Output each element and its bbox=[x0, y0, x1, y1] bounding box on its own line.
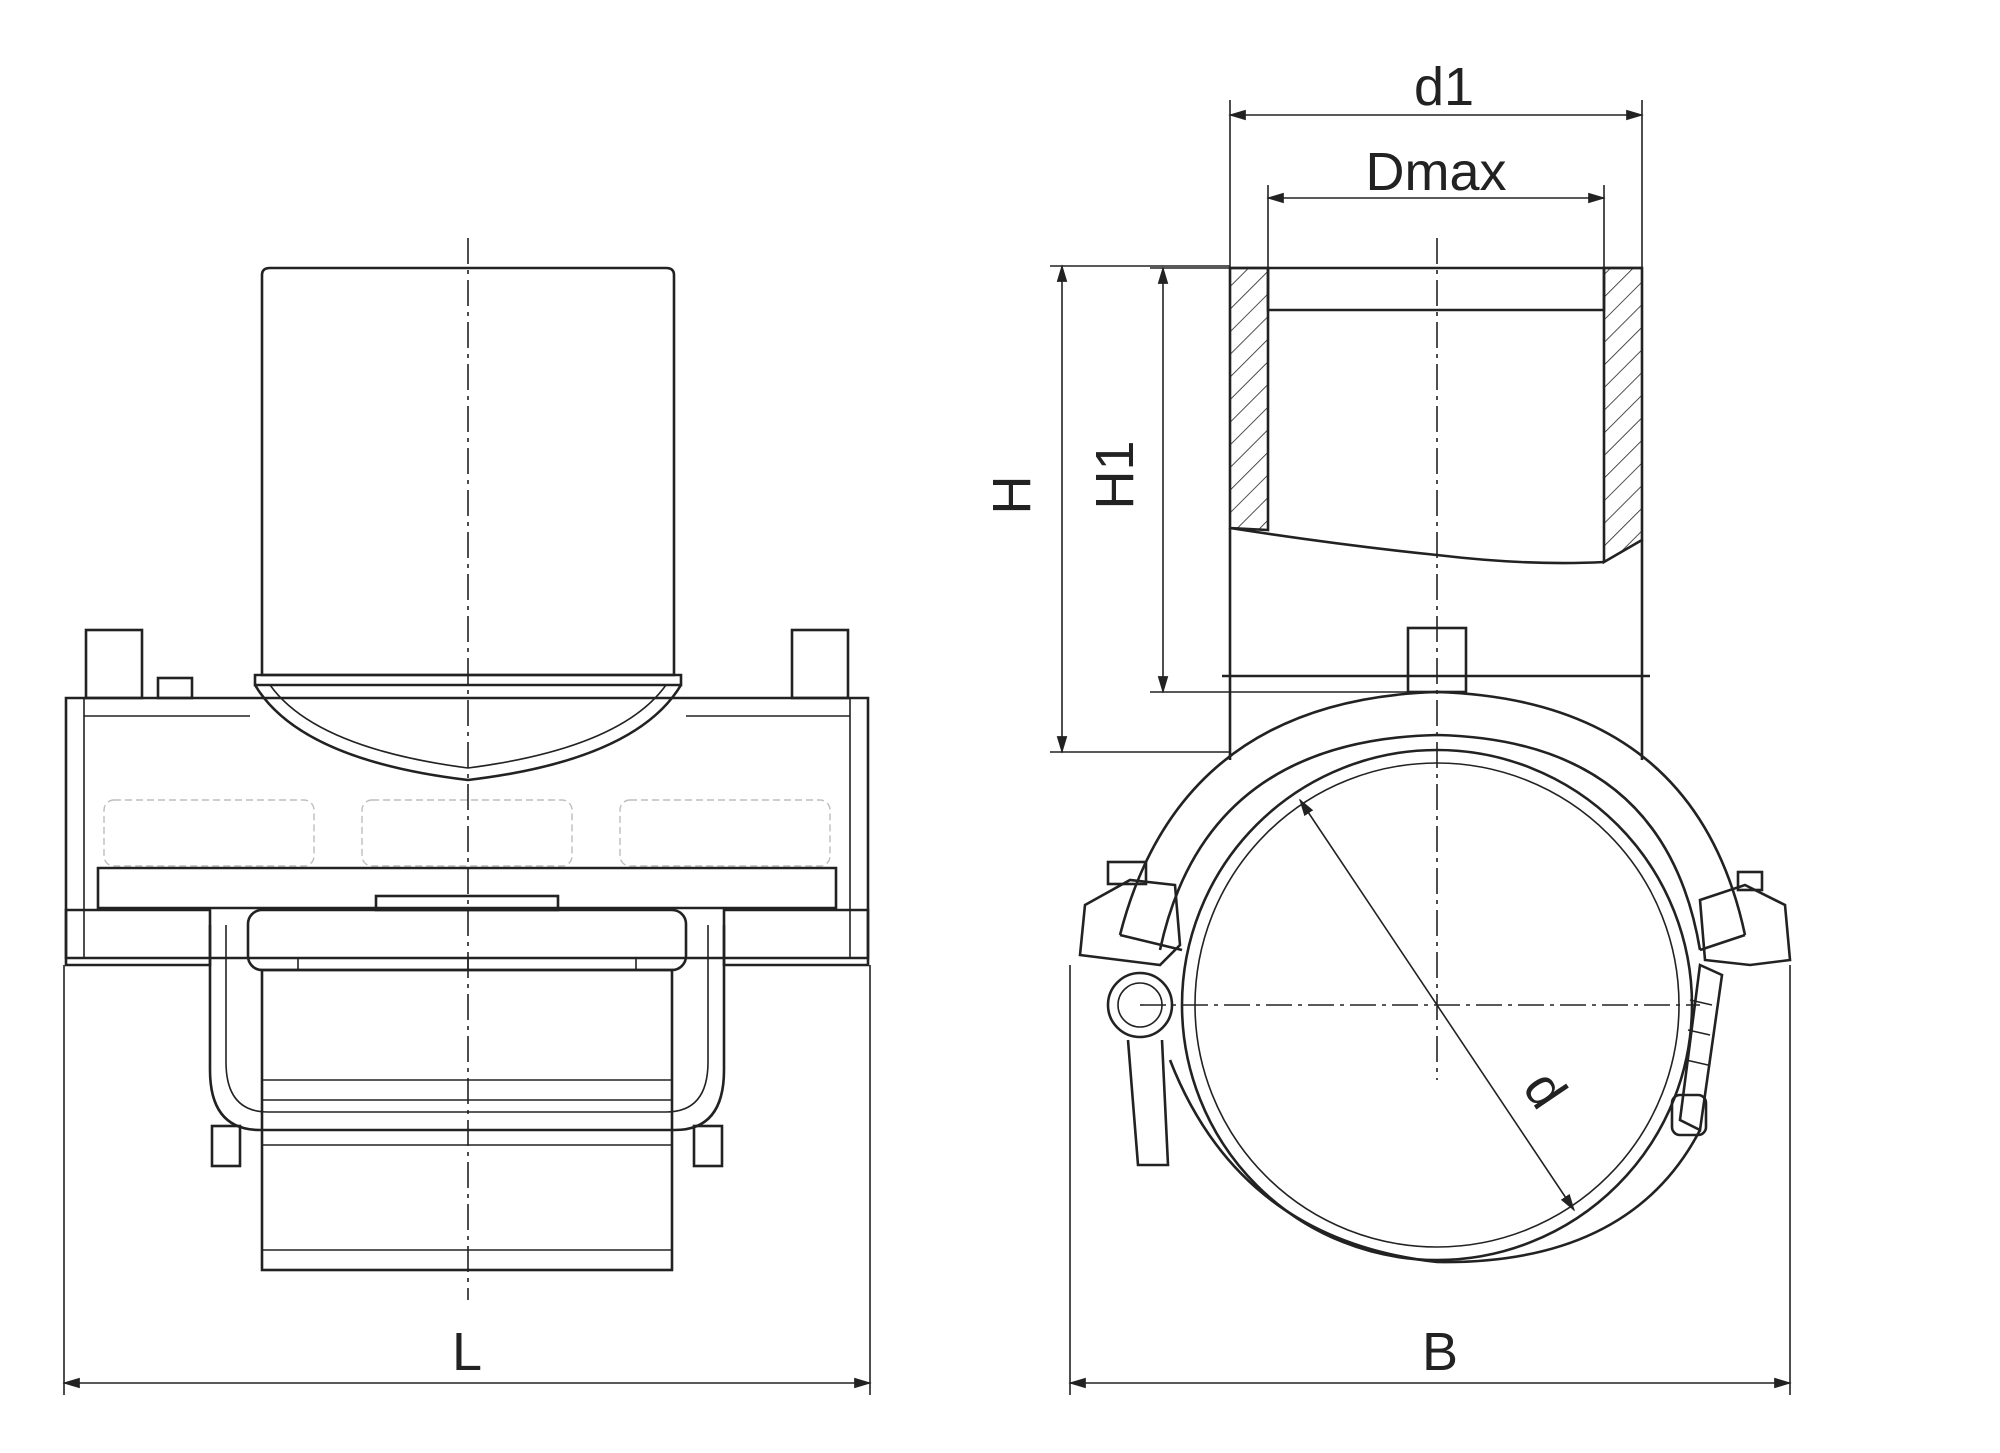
saddle-body bbox=[64, 696, 870, 960]
saddle-curve-outer bbox=[253, 684, 683, 782]
label-L: L bbox=[452, 1322, 482, 1382]
hinge-pin bbox=[1106, 971, 1174, 1039]
saddle-outer-arc bbox=[1118, 690, 1747, 936]
side-view: d1 Dmax H H1 d B bbox=[982, 57, 1792, 1395]
indicator-left bbox=[156, 676, 194, 700]
outlet-wall-right bbox=[1602, 266, 1644, 565]
label-H: H bbox=[982, 476, 1042, 515]
label-d: d bbox=[1512, 1061, 1579, 1119]
label-B: B bbox=[1422, 1322, 1458, 1382]
side-ear-left bbox=[1078, 878, 1182, 967]
side-ear-right bbox=[1698, 883, 1792, 967]
terminal-left bbox=[84, 628, 144, 700]
label-H1: H1 bbox=[1085, 440, 1145, 509]
main-pipe-section bbox=[260, 968, 674, 1272]
outlet-wall-left bbox=[1228, 266, 1270, 532]
main-pipe-circle bbox=[1180, 748, 1694, 1262]
terminal-right bbox=[790, 628, 850, 700]
dim-d bbox=[1299, 798, 1575, 1212]
outlet-bore-bottom bbox=[1229, 526, 1605, 565]
front-view: L bbox=[62, 238, 872, 1395]
label-Dmax: Dmax bbox=[1365, 142, 1506, 202]
saddle-inner-arc bbox=[1158, 733, 1702, 951]
latch-bar bbox=[1678, 963, 1724, 1132]
outlet-pipe bbox=[260, 266, 676, 677]
hinge-lever bbox=[1126, 1039, 1170, 1167]
clamp-bolt-block bbox=[246, 908, 688, 972]
label-d1: d1 bbox=[1414, 57, 1474, 117]
lower-strap-side bbox=[1168, 1059, 1702, 1264]
